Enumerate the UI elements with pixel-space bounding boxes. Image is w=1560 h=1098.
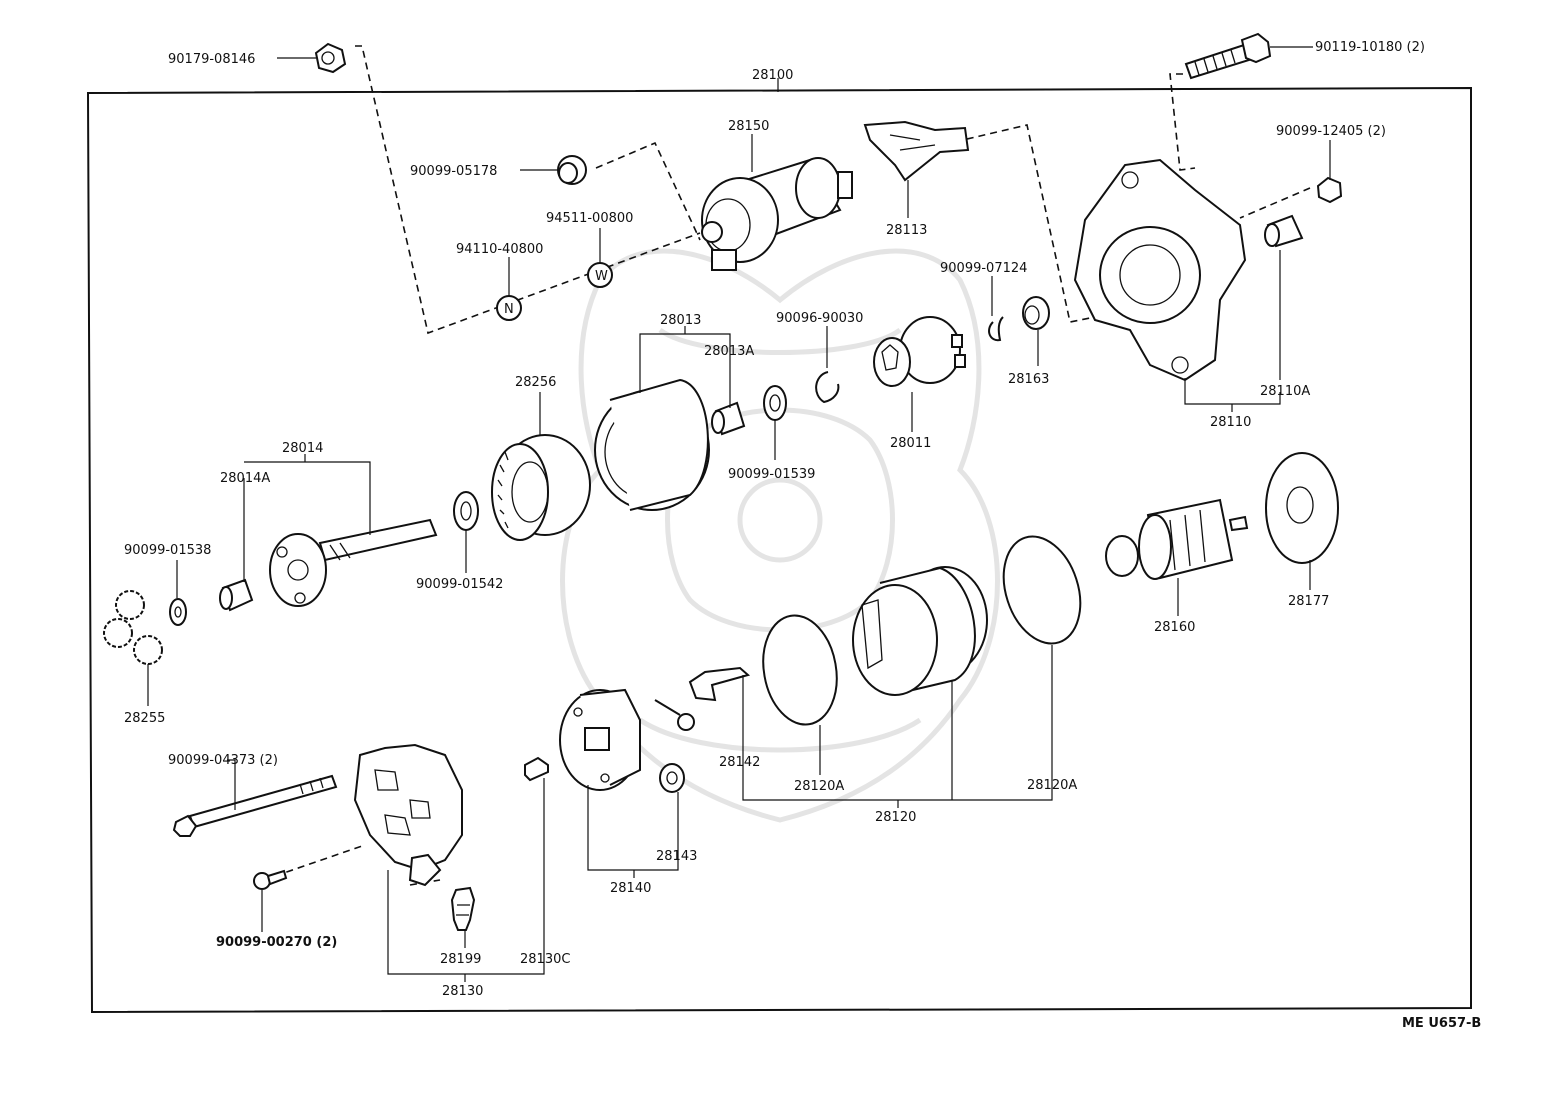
washer-90099-01539[interactable] [763, 385, 787, 421]
clip-90096-90030[interactable] [815, 371, 840, 404]
label-90099-01538: 90099-01538 [124, 543, 211, 558]
nut-guide-right [1239, 187, 1311, 219]
armature-28160[interactable] [1105, 498, 1249, 580]
drive-lever-28113[interactable] [863, 120, 970, 182]
end-frame-28130[interactable] [353, 743, 463, 887]
watermark-emblem [560, 248, 1000, 823]
label-90099-04373: 90099-04373 (2) [168, 753, 278, 768]
nut-94110-40800[interactable]: N [496, 295, 522, 321]
solenoid-fastener-guide [595, 141, 701, 241]
label-90099-12405: 90099-12405 (2) [1276, 124, 1386, 139]
washer-marker-text: W [595, 269, 608, 284]
through-bolt-90099-04373[interactable] [172, 774, 338, 837]
label-28130: 28130 [442, 984, 483, 999]
brush-spring-28143[interactable] [659, 763, 685, 793]
nut-90179-08146[interactable] [314, 42, 347, 74]
bushing-28110A[interactable] [1264, 214, 1304, 248]
nut-marker-text: N [504, 302, 514, 317]
label-28110A: 28110A [1260, 384, 1310, 399]
brush-holder-28140[interactable] [559, 688, 695, 791]
internal-gear-28256[interactable] [491, 434, 591, 541]
snap-ring-90099-07124[interactable] [988, 316, 1004, 342]
washer-90099-01538[interactable] [169, 598, 187, 626]
label-28110: 28110 [1210, 415, 1251, 430]
screw-90099-00270[interactable] [253, 869, 288, 890]
label-28160: 28160 [1154, 620, 1195, 635]
bolt-90119-10180[interactable] [1184, 32, 1272, 80]
label-28199: 28199 [440, 952, 481, 967]
nut-90099-12405[interactable] [1316, 176, 1343, 204]
assembly-frame [86, 86, 1472, 1014]
label-90099-01539: 90099-01539 [728, 467, 815, 482]
clutch-28011[interactable] [873, 316, 966, 387]
label-28130C: 28130C [520, 952, 570, 967]
label-90099-00270: 90099-00270 (2) [216, 935, 337, 950]
washer-90099-01542[interactable] [453, 491, 479, 531]
label-94511-00800: 94511-00800 [546, 211, 633, 226]
bushing-28013A[interactable] [711, 401, 746, 436]
label-28014A: 28014A [220, 471, 270, 486]
washer-94511-00800[interactable]: W [587, 262, 613, 288]
label-28113: 28113 [886, 223, 927, 238]
label-28013A: 28013A [704, 344, 754, 359]
label-28120: 28120 [875, 810, 916, 825]
center-housing-28013[interactable] [594, 378, 710, 511]
label-90179-08146: 90179-08146 [168, 52, 255, 67]
bolt-guide-right [1169, 73, 1196, 171]
bushing-28014A[interactable] [219, 578, 254, 612]
bolt-28199[interactable] [450, 886, 476, 931]
drive-housing-28110[interactable] [1073, 158, 1247, 382]
label-90119-10180: 90119-10180 (2) [1315, 40, 1425, 55]
field-frame-28120[interactable] [852, 566, 988, 696]
label-90099-01542: 90099-01542 [416, 577, 503, 592]
o-ring-28120A-right[interactable] [991, 527, 1093, 654]
figure-code: ME U657-B [1402, 1016, 1481, 1031]
bolt-guide-left [355, 45, 701, 335]
grommet-28130C[interactable] [524, 756, 549, 782]
planetary-gears-28255[interactable] [103, 590, 163, 665]
label-28013: 28013 [660, 313, 701, 328]
cover-plate-28177[interactable] [1265, 452, 1339, 564]
label-90096-90030: 90096-90030 [776, 311, 863, 326]
planetary-shaft-28014[interactable] [269, 518, 438, 607]
label-28120A-right: 28120A [1027, 778, 1077, 793]
cap-90099-05178[interactable] [557, 155, 587, 185]
label-28256: 28256 [515, 375, 556, 390]
label-28255: 28255 [124, 711, 165, 726]
connector-28142[interactable] [688, 666, 751, 702]
label-28142: 28142 [719, 755, 760, 770]
label-28140: 28140 [610, 881, 651, 896]
label-90099-05178: 90099-05178 [410, 164, 497, 179]
label-28177: 28177 [1288, 594, 1329, 609]
label-28150: 28150 [728, 119, 769, 134]
label-94110-40800: 94110-40800 [456, 242, 543, 257]
label-90099-07124: 90099-07124 [940, 261, 1027, 276]
o-ring-28120A-left[interactable] [755, 610, 845, 731]
label-28143: 28143 [656, 849, 697, 864]
label-28011: 28011 [890, 436, 931, 451]
label-28120A-left: 28120A [794, 779, 844, 794]
label-28100: 28100 [752, 68, 793, 83]
end-frame-screw-guide [274, 844, 366, 877]
label-28014: 28014 [282, 441, 323, 456]
label-28163: 28163 [1008, 372, 1049, 387]
leader-lines [147, 46, 1331, 982]
lever-guide [919, 124, 1091, 323]
bushing-28163[interactable] [1022, 296, 1050, 330]
magnetic-switch-28150[interactable] [701, 157, 853, 271]
